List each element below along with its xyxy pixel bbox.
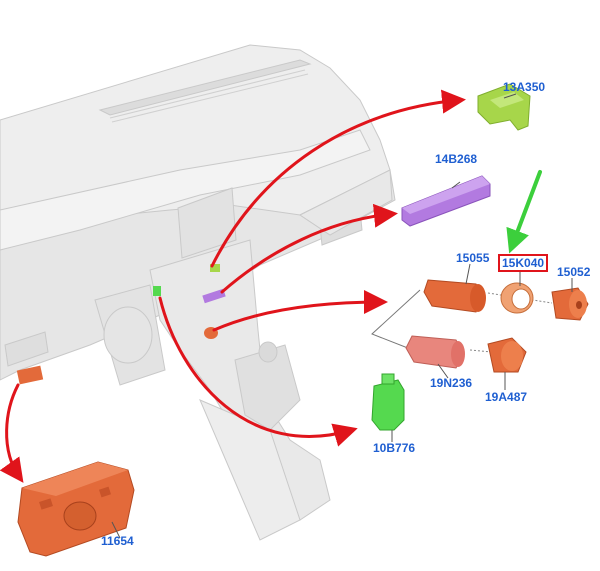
part-19A487 bbox=[487, 337, 527, 373]
dash-part-green bbox=[153, 286, 161, 296]
part-15052 bbox=[551, 287, 589, 321]
gear-knob bbox=[258, 341, 278, 363]
label-15052: 15052 bbox=[557, 265, 591, 279]
leader-lines bbox=[111, 93, 573, 539]
arrow-to-14B268 bbox=[220, 203, 398, 294]
arrow-to-13A350 bbox=[210, 89, 466, 268]
arrow-to-10B776 bbox=[158, 296, 358, 447]
gear-boot bbox=[234, 344, 301, 431]
green-pointer-arrow bbox=[506, 170, 542, 254]
label-19A487: 19A487 bbox=[485, 390, 528, 404]
dash-parts bbox=[16, 264, 226, 385]
left-vent bbox=[4, 331, 49, 367]
dashboard-drawing bbox=[0, 44, 396, 541]
part-19N236 bbox=[405, 335, 465, 369]
dash-shadow-band bbox=[0, 129, 371, 251]
part-10B776 bbox=[371, 373, 405, 431]
label-15K040-highlighted: 15K040 bbox=[498, 254, 549, 272]
arrow-to-15055 bbox=[212, 290, 388, 332]
part-11654 bbox=[17, 461, 135, 557]
label-14B268: 14B268 bbox=[435, 152, 478, 166]
infotainment-screen bbox=[177, 187, 237, 259]
dash-part-purple bbox=[202, 288, 226, 304]
label-13A350: 13A350 bbox=[503, 80, 546, 94]
label-15055: 15055 bbox=[456, 251, 490, 265]
red-arrows bbox=[0, 89, 466, 483]
part-14B268 bbox=[401, 175, 491, 227]
defrost-vent bbox=[98, 59, 312, 116]
dash-part-green-yellow bbox=[210, 264, 220, 272]
group-bracket bbox=[371, 289, 421, 353]
label-19N236: 19N236 bbox=[430, 376, 473, 390]
part-15055 bbox=[423, 279, 486, 313]
vent-slats bbox=[109, 69, 309, 123]
label-10B776: 10B776 bbox=[373, 441, 416, 455]
part-13A350 bbox=[477, 83, 531, 131]
glovebox bbox=[299, 169, 393, 236]
dash-part-switch-panel bbox=[16, 365, 44, 385]
part-15K040 bbox=[500, 282, 534, 314]
label-11654: 11654 bbox=[101, 534, 134, 548]
arrow-to-11654 bbox=[0, 383, 24, 483]
steering-hub bbox=[103, 306, 153, 364]
